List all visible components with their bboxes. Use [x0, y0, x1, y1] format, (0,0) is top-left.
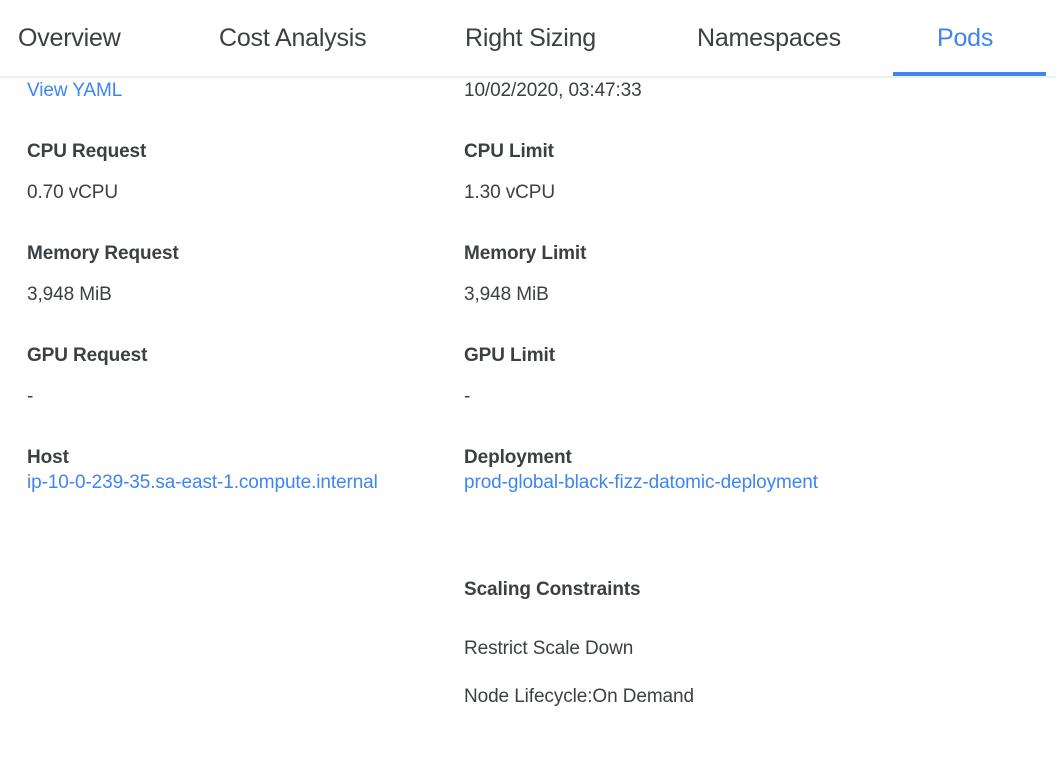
tab-overview[interactable]: Overview	[18, 0, 121, 76]
gpu-request-value: -	[27, 386, 34, 407]
cpu-limit-field: CPU Limit 1.30 vCPU	[464, 140, 844, 205]
tab-right-sizing[interactable]: Right Sizing	[465, 0, 596, 76]
gpu-limit-field: GPU Limit -	[464, 344, 844, 409]
scaling-constraint-item-1: Node Lifecycle:On Demand	[464, 684, 844, 709]
tab-pods[interactable]: Pods	[937, 0, 993, 76]
memory-request-field: Memory Request 3,948 MiB	[27, 242, 407, 307]
gpu-request-field: GPU Request -	[27, 344, 407, 409]
host-link[interactable]: ip-10-0-239-35.sa-east-1.compute.interna…	[27, 472, 378, 493]
scaling-constraints-field: Scaling Constraints	[464, 578, 844, 602]
cpu-limit-value: 1.30 vCPU	[464, 182, 555, 203]
cpu-request-value: 0.70 vCPU	[27, 182, 118, 203]
gpu-request-label: GPU Request	[27, 345, 148, 366]
tab-cost-analysis[interactable]: Cost Analysis	[219, 0, 367, 76]
timestamp-field: 10/02/2020, 03:47:33	[464, 78, 844, 103]
deployment-link[interactable]: prod-global-black-fizz-datomic-deploymen…	[464, 472, 818, 493]
pod-timestamp: 10/02/2020, 03:47:33	[464, 80, 642, 101]
cpu-request-field: CPU Request 0.70 vCPU	[27, 140, 407, 205]
tab-bar: Overview Cost Analysis Right Sizing Name…	[0, 0, 1056, 78]
active-tab-indicator	[893, 72, 1046, 76]
deployment-field: Deployment prod-global-black-fizz-datomi…	[464, 446, 844, 495]
memory-request-value: 3,948 MiB	[27, 284, 112, 305]
deployment-label: Deployment	[464, 447, 572, 468]
pod-detail-panel: View YAML CPU Request 0.70 vCPU Memory R…	[0, 78, 1056, 758]
scaling-constraints-label: Scaling Constraints	[464, 579, 641, 600]
host-label: Host	[27, 447, 69, 468]
tab-namespaces[interactable]: Namespaces	[697, 0, 841, 76]
memory-limit-value: 3,948 MiB	[464, 284, 549, 305]
memory-request-label: Memory Request	[27, 243, 179, 264]
cpu-request-label: CPU Request	[27, 141, 147, 162]
restrict-scale-down-text: Restrict Scale Down	[464, 638, 634, 659]
gpu-limit-value: -	[464, 386, 471, 407]
node-lifecycle-text: Node Lifecycle:On Demand	[464, 686, 694, 707]
scaling-constraint-item-0: Restrict Scale Down	[464, 636, 844, 661]
view-yaml-link[interactable]: View YAML	[27, 80, 123, 101]
host-field: Host ip-10-0-239-35.sa-east-1.compute.in…	[27, 446, 407, 495]
view-yaml-field: View YAML	[27, 78, 407, 103]
gpu-limit-label: GPU Limit	[464, 345, 555, 366]
memory-limit-field: Memory Limit 3,948 MiB	[464, 242, 844, 307]
memory-limit-label: Memory Limit	[464, 243, 587, 264]
cpu-limit-label: CPU Limit	[464, 141, 554, 162]
